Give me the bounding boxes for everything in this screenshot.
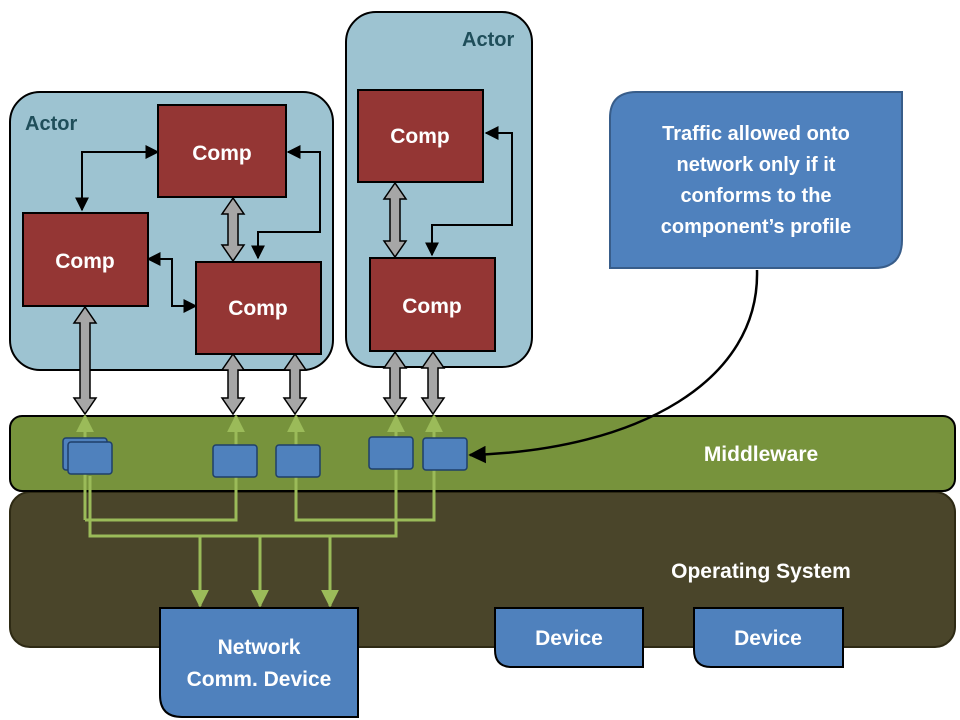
- device-box-a: [494, 607, 644, 668]
- callout-line-2: network only if it: [677, 154, 836, 176]
- callout-line-4: component’s profile: [661, 216, 851, 238]
- fat-arrow-comp3a-middleware: [220, 352, 246, 416]
- gray-double-arrows: [72, 181, 446, 416]
- component-box-1: [157, 104, 287, 198]
- device-label-b: Device: [734, 627, 802, 650]
- middleware-ports: [62, 436, 468, 478]
- device-box-b: [693, 607, 844, 668]
- callout-line-1: Traffic allowed onto: [662, 123, 850, 145]
- fat-arrow-comp5a-middleware: [382, 350, 408, 416]
- operating-system-label: Operating System: [671, 560, 851, 583]
- fat-arrow-comp1-middleware: [72, 305, 98, 416]
- port-box-2: [212, 444, 258, 478]
- port-box-1: [67, 441, 113, 475]
- port-box-3: [275, 444, 321, 478]
- component-box-4: [357, 89, 484, 183]
- component-label-1: Comp: [192, 142, 252, 165]
- component-box-5: [369, 257, 496, 352]
- component-box-3: [195, 261, 322, 355]
- callout-line-3: conforms to the: [680, 185, 831, 207]
- network-device-label-line1: Network: [218, 636, 301, 659]
- port-box-4: [368, 436, 414, 470]
- components: Comp Comp Comp Comp Comp: [22, 89, 496, 355]
- callout-box: [609, 91, 903, 269]
- fat-arrow-comp3b-middleware: [282, 352, 308, 416]
- fat-arrow-comp5b-middleware: [420, 350, 446, 416]
- component-connectors: [75, 126, 513, 313]
- network-device-box: [159, 607, 359, 718]
- component-box-2: [22, 212, 149, 307]
- actor-label-2: Actor: [462, 29, 514, 51]
- middleware-label: Middleware: [704, 443, 818, 466]
- callout-pointer-arrow: [468, 269, 759, 464]
- component-label-3: Comp: [228, 297, 288, 320]
- network-device-label-line2: Comm. Device: [187, 668, 332, 691]
- component-label-5: Comp: [402, 295, 462, 318]
- device-label-a: Device: [535, 627, 603, 650]
- actor-label-1: Actor: [25, 113, 77, 135]
- component-label-2: Comp: [55, 250, 115, 273]
- port-box-5: [422, 437, 468, 471]
- component-label-4: Comp: [390, 125, 450, 148]
